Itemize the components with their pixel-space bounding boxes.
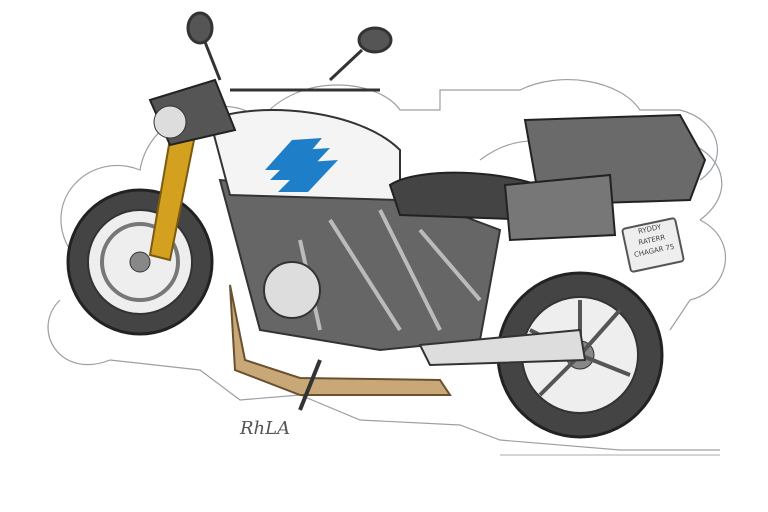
frame bbox=[218, 178, 502, 352]
handlebar-and-mirrors bbox=[186, 11, 393, 92]
exhaust-pipe bbox=[229, 284, 452, 396]
tank-stripes bbox=[265, 138, 338, 192]
panniers bbox=[503, 113, 707, 242]
artist-signature: RhLA bbox=[240, 418, 291, 439]
front-wheel bbox=[66, 188, 214, 336]
swingarm bbox=[418, 328, 587, 367]
kickstand bbox=[298, 359, 322, 411]
headlight bbox=[148, 78, 237, 147]
